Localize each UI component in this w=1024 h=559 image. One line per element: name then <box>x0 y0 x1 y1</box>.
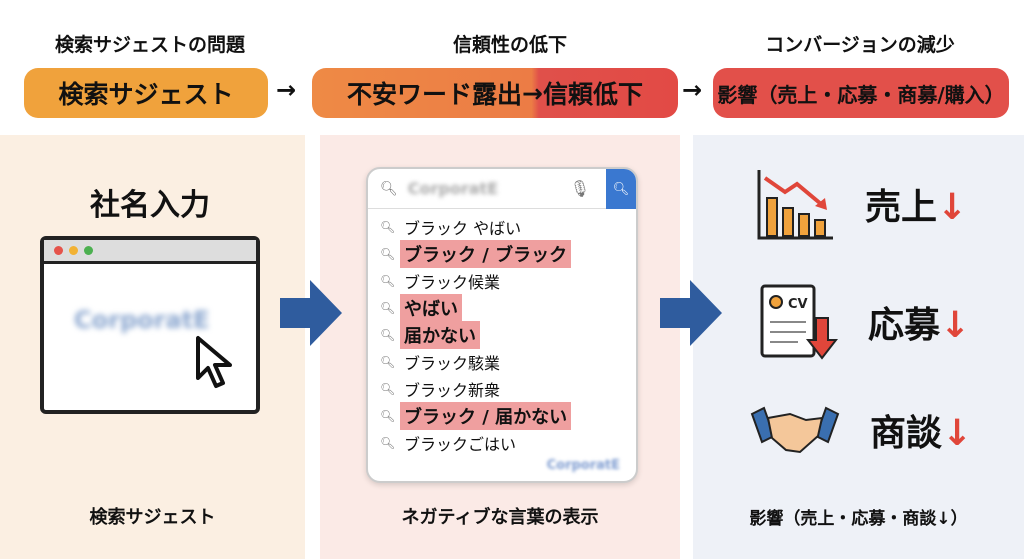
suggestion-item[interactable]: 🔍︎ やばい <box>368 293 636 322</box>
suggestion-text: ブラック新衆 <box>404 380 501 400</box>
suggestion-item[interactable]: 🔍︎ 届かない <box>368 320 636 349</box>
minimize-dot-icon <box>69 246 78 255</box>
arrow-icon: → <box>276 76 297 104</box>
flow-arrow-icon <box>280 280 342 346</box>
search-icon: 🔍︎ <box>380 246 396 261</box>
browser-titlebar <box>44 240 256 264</box>
suggestion-item[interactable]: 🔍︎ ブラック駭業 <box>368 348 636 375</box>
suggestion-text: ブラック / ブラック <box>400 239 572 268</box>
right-panel <box>693 135 1024 559</box>
down-arrow-icon: ↓ <box>942 413 973 454</box>
applications-label: 応募 <box>868 305 941 346</box>
impact-negotiations: 商談↓ <box>750 400 972 460</box>
search-icon: 🔍︎ <box>380 354 396 369</box>
cv-resume-icon: CV <box>760 284 838 360</box>
flow-arrow-icon <box>660 280 722 346</box>
company-name-heading: 社名入力 <box>90 188 210 223</box>
suggestion-text: ブラック候業 <box>404 272 501 292</box>
suggestion-text: やばい <box>400 293 462 322</box>
suggestion-text: ブラックごはい <box>404 434 517 454</box>
impact-applications: CV 応募↓ <box>758 282 970 362</box>
suggestion-text: ブラック駭業 <box>404 353 501 373</box>
maximize-dot-icon <box>84 246 93 255</box>
step2-pill-b: 信頼低下 <box>542 80 643 109</box>
suggestion-text: ブラック / 届かない <box>400 401 572 430</box>
search-icon: 🔍︎ <box>380 273 396 288</box>
search-icon: 🔍︎ <box>380 435 396 450</box>
suggestion-list: 🔍︎ ブラック やばい 🔍︎ ブラック / ブラック 🔍︎ ブラック候業 🔍︎ やばい 🔍︎ 届か… <box>368 209 636 456</box>
down-arrow-icon: ↓ <box>937 187 968 228</box>
step3-title: コンバージョンの減少 <box>765 34 955 56</box>
bar-chart-down-icon <box>757 170 833 240</box>
suggestion-item[interactable]: 🔍︎ ブラック新衆 <box>368 375 636 402</box>
step2-pill-a: 不安ワード露出 <box>347 80 523 109</box>
left-caption: 検索サジェスト <box>89 507 216 528</box>
cursor-icon <box>196 336 232 388</box>
handshake-icon <box>750 406 840 454</box>
suggestion-item[interactable]: 🔍︎ ブラック / 届かない <box>368 401 636 430</box>
suggestion-text: ブラック やばい <box>404 218 522 238</box>
search-icon: 🔍︎ <box>380 408 396 423</box>
step1-pill: 検索サジェスト <box>24 68 268 118</box>
company-input-text[interactable]: CorporatE <box>74 306 210 334</box>
suggestion-item[interactable]: 🔍︎ ブラック やばい <box>368 213 636 240</box>
search-icon: 🔍︎ <box>380 327 396 342</box>
search-icon: 🔍︎ <box>380 381 396 396</box>
step2-title: 信頼性の低下 <box>452 34 567 56</box>
search-bar[interactable]: 🔍︎ CorporatE 🎙︎ 🔍︎ <box>368 169 636 209</box>
search-button[interactable]: 🔍︎ <box>606 169 636 209</box>
search-suggest-box: 🔍︎ CorporatE 🎙︎ 🔍︎ 🔍︎ ブラック やばい 🔍︎ ブラック / ブラ… <box>366 167 638 483</box>
step1-title: 検索サジェストの問題 <box>54 34 245 56</box>
suggestion-item[interactable]: 🔍︎ ブラック候業 <box>368 267 636 294</box>
impact-sales: 売上↓ <box>755 168 967 240</box>
arrow-icon: → <box>522 78 543 108</box>
suggestion-item[interactable]: 🔍︎ ブラック / ブラック <box>368 239 636 268</box>
right-caption: 影響（売上・応募・商談↓） <box>749 509 968 529</box>
browser-window: CorporatE <box>40 236 260 414</box>
step2-pill: 不安ワード露出→信頼低下 <box>312 68 678 118</box>
search-icon: 🔍︎ <box>380 300 396 315</box>
footer-logo: CorporatE <box>546 458 620 473</box>
arrow-icon: → <box>682 76 703 104</box>
sales-label: 売上 <box>865 187 938 228</box>
close-dot-icon <box>54 246 63 255</box>
step3-pill: 影響（売上・応募・商募/購入） <box>713 68 1009 118</box>
middle-caption: ネガティブな言葉の表示 <box>401 507 599 528</box>
suggestion-text: 届かない <box>400 320 480 349</box>
down-arrow-icon: ↓ <box>940 305 971 346</box>
search-icon: 🔍︎ <box>380 180 398 197</box>
cv-label: CV <box>788 297 808 312</box>
search-input[interactable]: CorporatE <box>407 179 499 198</box>
negotiations-label: 商談 <box>870 413 943 454</box>
search-icon: 🔍︎ <box>380 219 396 234</box>
microphone-icon[interactable]: 🎙︎ <box>569 179 590 198</box>
suggestion-item[interactable]: 🔍︎ ブラックごはい <box>368 429 636 456</box>
